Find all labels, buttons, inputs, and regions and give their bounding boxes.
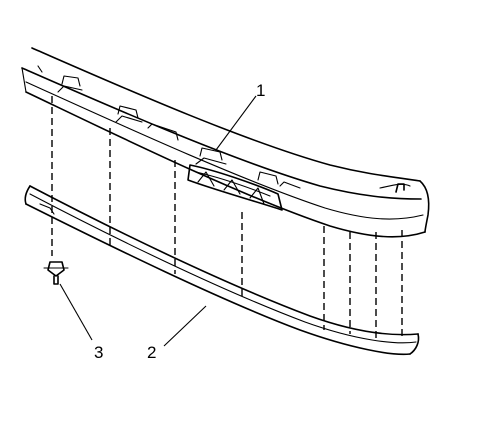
callout-3: 3 (59, 283, 103, 362)
callout-2-label: 2 (147, 343, 156, 362)
alignment-lines (51, 96, 403, 338)
callout-1-label: 1 (256, 81, 265, 100)
callout-2: 2 (147, 305, 207, 362)
callout-3-label: 3 (94, 343, 103, 362)
bumper-fascia (21, 47, 430, 238)
lower-air-deflector (24, 185, 420, 356)
push-pin-retainer (43, 261, 69, 285)
callout-1: 1 (215, 81, 265, 151)
